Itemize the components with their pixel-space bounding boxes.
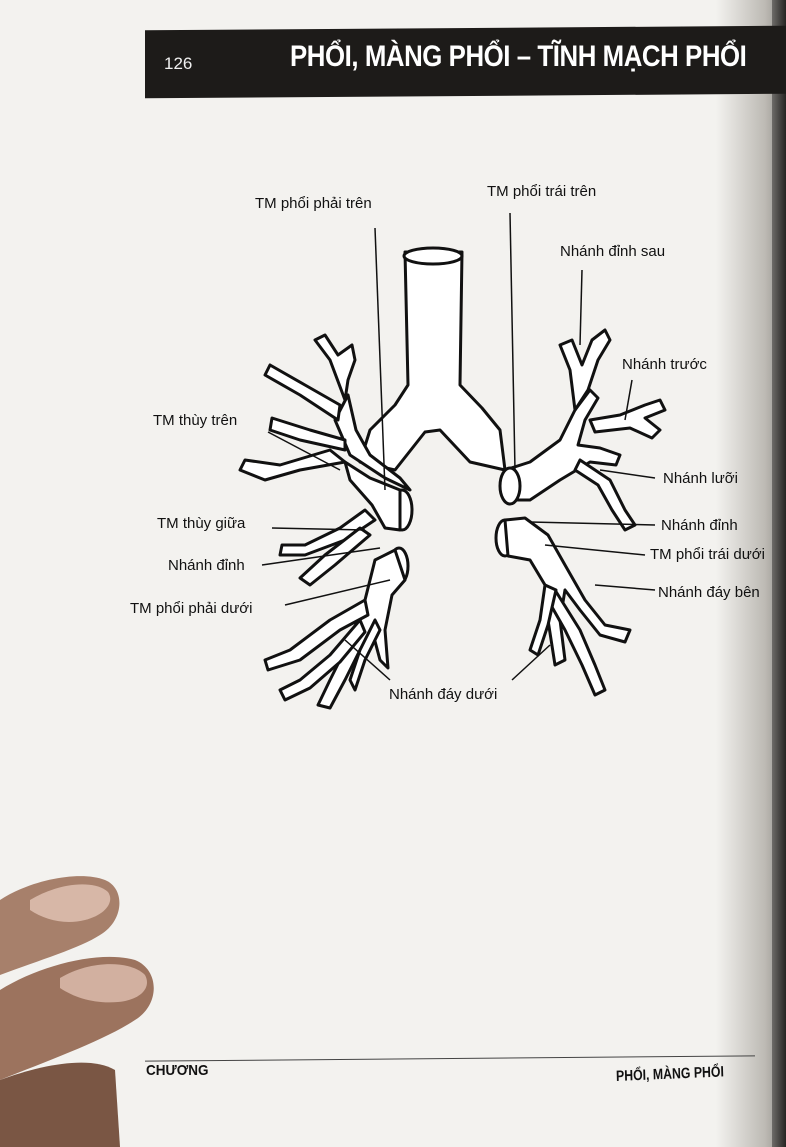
page-number: 126	[164, 54, 193, 73]
right-inferior-branch-2	[278, 618, 367, 702]
page-edge	[772, 0, 786, 1147]
leader-inferior-basal-right	[511, 644, 551, 681]
left-inferior-branch-1	[546, 588, 607, 697]
leader-middle-lobe	[271, 527, 366, 531]
fingers-photo	[0, 876, 154, 1147]
left-anterior-branch	[588, 398, 667, 440]
left-superior-opening	[498, 466, 522, 506]
right-upper-branch-2	[263, 363, 342, 422]
left-inferior-body	[503, 516, 632, 667]
leader-upper-lobe	[267, 431, 341, 471]
label-lingular-branch: Nhánh lưỡi	[663, 470, 738, 487]
leader-left-superior	[509, 212, 516, 471]
label-right-inferior-vein: TM phổi phải dưới	[130, 600, 253, 617]
right-upper-branch-3	[238, 448, 347, 482]
label-inferior-basal-branch: Nhánh đáy dưới	[389, 686, 498, 703]
right-superior-trunk	[333, 393, 412, 492]
left-superior-body	[503, 388, 622, 502]
footer-chapter: CHƯƠNG	[146, 1062, 209, 1079]
label-right-superior-vein: TM phổi phải trên	[255, 195, 372, 212]
right-middle-branch	[278, 508, 377, 557]
trachea-top	[402, 246, 464, 266]
right-upper-branch-4	[268, 416, 347, 452]
right-middle-branch-2	[298, 526, 372, 587]
leader-apical-posterior	[579, 269, 583, 346]
label-left-inferior-vein: TM phổi trái dưới	[650, 546, 765, 563]
trachea	[358, 250, 507, 472]
leader-apical-right	[261, 547, 381, 566]
left-apical-posterior-branch	[558, 328, 612, 412]
leader-lingular	[599, 469, 656, 479]
page-title: PHỔI, MÀNG PHỔI – TĨNH MẠCH PHỔI	[290, 40, 747, 73]
leader-inferior-basal-left	[344, 639, 391, 681]
right-superior-body	[343, 460, 402, 532]
leader-right-inferior	[284, 579, 391, 606]
leader-anterior	[624, 379, 633, 421]
leader-apical-left	[529, 521, 656, 526]
label-apical-branch-left: Nhánh đỉnh	[661, 517, 738, 534]
label-upper-lobe-vein: TM thùy trên	[153, 412, 238, 429]
right-upper-branch-1	[313, 333, 357, 402]
label-left-superior-vein: TM phổi trái trên	[487, 183, 597, 200]
label-apical-posterior-branch: Nhánh đỉnh sau	[560, 243, 666, 260]
left-inferior-branch-2	[528, 583, 558, 657]
label-lateral-basal-branch: Nhánh đáy bên	[658, 584, 760, 601]
label-apical-branch-right: Nhánh đỉnh	[168, 557, 245, 574]
leader-left-inferior	[544, 544, 646, 556]
leader-lateral-basal	[594, 584, 656, 591]
left-lingular-branch	[573, 458, 637, 532]
label-anterior-branch: Nhánh trước	[622, 356, 707, 373]
leader-right-superior	[374, 227, 386, 491]
right-inferior-branch-3	[348, 618, 382, 692]
label-middle-lobe-vein: TM thùy giữa	[157, 515, 246, 532]
